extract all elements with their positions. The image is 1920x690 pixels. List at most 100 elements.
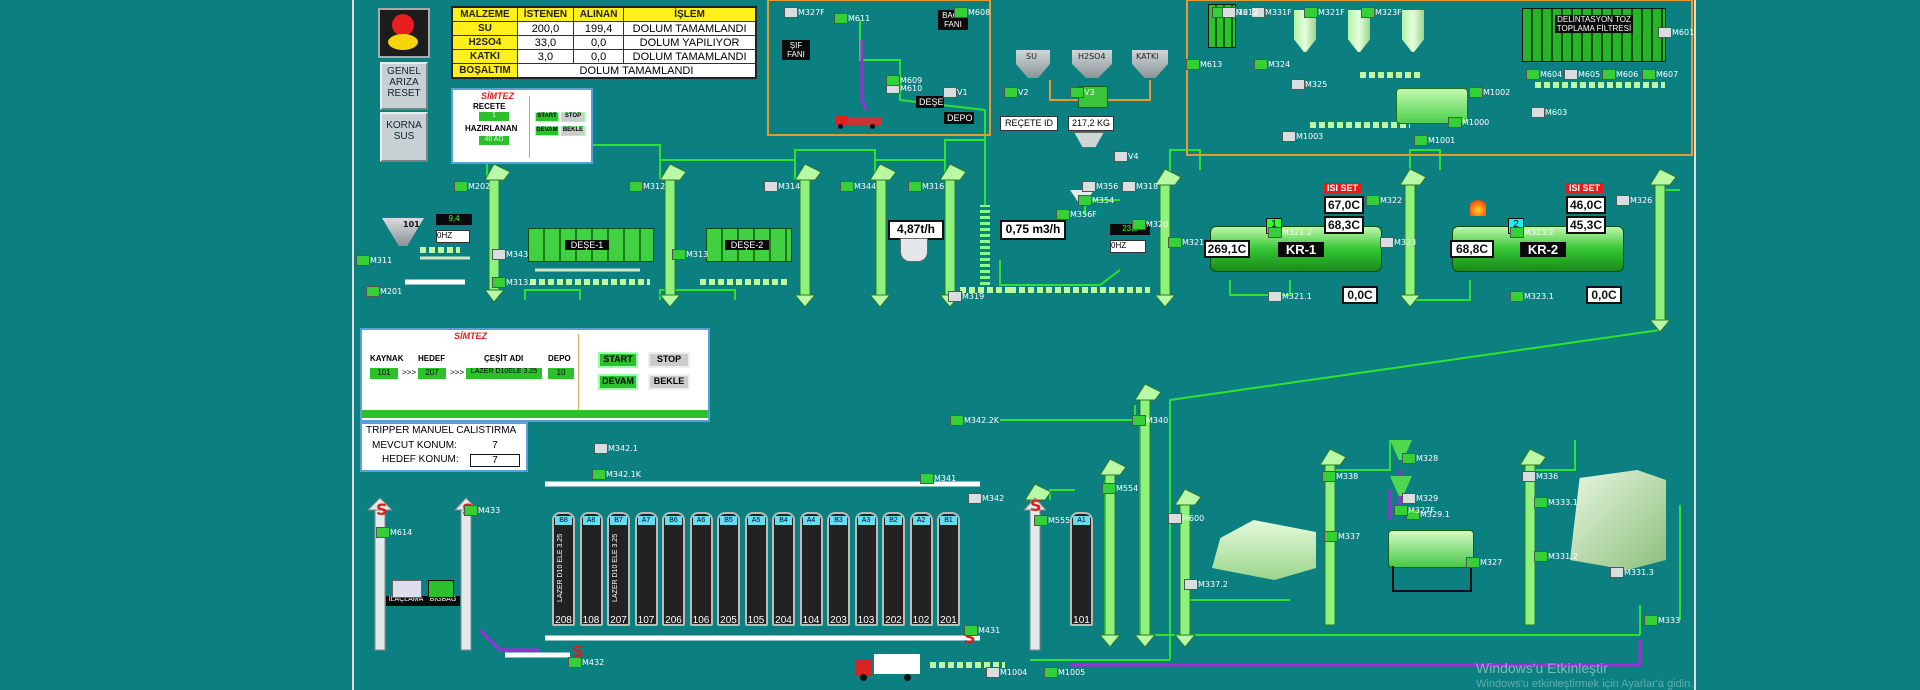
motor-m321-2-icon[interactable] <box>1268 227 1282 238</box>
motor-m1002-icon[interactable] <box>1469 87 1483 98</box>
motor-m324-icon[interactable] <box>1254 59 1268 70</box>
motor-m322-icon[interactable] <box>1366 195 1380 206</box>
motor-m342-icon[interactable] <box>968 493 982 504</box>
transfer-stop-button[interactable]: STOP <box>648 352 690 368</box>
motor-m313-1-icon[interactable] <box>492 277 506 288</box>
motor-m320-icon[interactable] <box>1132 219 1146 230</box>
motor-m611-icon[interactable] <box>834 13 848 24</box>
motor-v3-icon[interactable] <box>1070 87 1084 98</box>
motor-m1000-icon[interactable] <box>1448 117 1462 128</box>
motor-m612-icon[interactable] <box>1222 7 1236 18</box>
korna-sus-button[interactable]: KORNA SUS <box>380 112 428 162</box>
motor-m333-icon[interactable] <box>1644 615 1658 626</box>
motor-m607-icon[interactable] <box>1642 69 1656 80</box>
motor-m341-icon[interactable] <box>920 473 934 484</box>
motor-m331f-icon[interactable] <box>1251 7 1265 18</box>
flow-readout: 0,75 m3/h <box>1000 220 1066 240</box>
motor-label: M611 <box>848 14 871 23</box>
motor-m201-icon[interactable] <box>366 286 380 297</box>
motor-v4-icon[interactable] <box>1114 151 1128 162</box>
recipe-bekle-button[interactable]: BEKLE <box>561 126 585 136</box>
motor-m604-icon[interactable] <box>1526 69 1540 80</box>
motor-m1003-icon[interactable] <box>1282 131 1296 142</box>
motor-m321-1-icon[interactable] <box>1268 291 1282 302</box>
transfer-start-button[interactable]: START <box>598 352 638 368</box>
motor-m321-icon[interactable] <box>1168 237 1182 248</box>
motor-m338-icon[interactable] <box>1322 471 1336 482</box>
motor-m340-icon[interactable] <box>1132 415 1146 426</box>
motor-m1004-icon[interactable] <box>986 667 1000 678</box>
motor-m329-icon[interactable] <box>1402 493 1416 504</box>
motor-v2-icon[interactable] <box>1004 87 1018 98</box>
motor-m356-icon[interactable] <box>1082 181 1096 192</box>
motor-m342-1-icon[interactable] <box>594 443 608 454</box>
motor-m432-icon[interactable] <box>568 657 582 668</box>
motor-m323f-icon[interactable] <box>1361 7 1375 18</box>
kiln-kr1-set1[interactable]: 67,0C <box>1324 196 1364 214</box>
recete-id-button[interactable]: REÇETE ID <box>1000 116 1058 131</box>
hedef-value[interactable]: 207 <box>418 368 446 379</box>
motor-m326-icon[interactable] <box>1616 195 1630 206</box>
transfer-bekle-button[interactable]: BEKLE <box>648 374 690 390</box>
motor-m328-icon[interactable] <box>1402 453 1416 464</box>
motor-m342-1k-icon[interactable] <box>592 469 606 480</box>
recipe-start-button[interactable]: START <box>535 112 559 122</box>
recete-value[interactable]: 1 <box>479 112 509 121</box>
motor-m344-icon[interactable] <box>840 181 854 192</box>
motor-m554-icon[interactable] <box>1102 483 1116 494</box>
emergency-stop-button[interactable] <box>378 8 430 58</box>
cesit-value[interactable]: LAZER D10ELE 3.25 <box>466 368 542 379</box>
motor-m337-2-icon[interactable] <box>1184 579 1198 590</box>
motor-m202-icon[interactable] <box>454 181 468 192</box>
motor-m325-icon[interactable] <box>1291 79 1305 90</box>
kiln-kr2-set1[interactable]: 46,0C <box>1566 196 1606 214</box>
depo-value[interactable]: 10 <box>548 368 574 379</box>
motor-m603-icon[interactable] <box>1531 107 1545 118</box>
motor-m1001-icon[interactable] <box>1414 135 1428 146</box>
motor-m336-icon[interactable] <box>1522 471 1536 482</box>
motor-m337-icon[interactable] <box>1324 531 1338 542</box>
motor-m323-1-icon[interactable] <box>1510 291 1524 302</box>
motor-m342-2k-icon[interactable] <box>950 415 964 426</box>
genel-ariza-reset-button[interactable]: GENEL ARIZA RESET <box>380 62 428 110</box>
recipe-stop-button[interactable]: STOP <box>561 112 585 122</box>
motor-m555-icon[interactable] <box>1034 515 1048 526</box>
motor-m318-icon[interactable] <box>1122 181 1136 192</box>
motor-v1-icon[interactable] <box>943 87 957 98</box>
hz-readout-left[interactable]: 0HZ <box>436 230 470 243</box>
motor-m613-icon[interactable] <box>1186 59 1200 70</box>
motor-m312-icon[interactable] <box>629 181 643 192</box>
motor-m333-1-icon[interactable] <box>1534 497 1548 508</box>
motor-m327f-icon[interactable] <box>784 7 798 18</box>
kaynak-value[interactable]: 101 <box>370 368 398 379</box>
motor-m323-2-icon[interactable] <box>1510 227 1524 238</box>
motor-m343-icon[interactable] <box>492 249 506 260</box>
motor-m311-icon[interactable] <box>356 255 370 266</box>
motor-m606-icon[interactable] <box>1602 69 1616 80</box>
transfer-devam-button[interactable]: DEVAM <box>598 374 638 390</box>
motor-m316-icon[interactable] <box>908 181 922 192</box>
hz-readout-mid[interactable]: 0HZ <box>1110 240 1146 253</box>
motor-m433-icon[interactable] <box>464 505 478 516</box>
motor-m605-icon[interactable] <box>1564 69 1578 80</box>
motor-m313-icon[interactable] <box>672 249 686 260</box>
motor-m356f-icon[interactable] <box>1056 209 1070 220</box>
motor-m327-icon[interactable] <box>1466 557 1480 568</box>
motor-m314-icon[interactable] <box>764 181 778 192</box>
motor-m323-icon[interactable] <box>1380 237 1394 248</box>
motor-m600-icon[interactable] <box>1168 513 1182 524</box>
motor-m319-icon[interactable] <box>948 291 962 302</box>
motor-m331-3-icon[interactable] <box>1610 567 1624 578</box>
motor-m354-icon[interactable] <box>1078 195 1092 206</box>
motor-m601-icon[interactable] <box>1658 27 1672 38</box>
motor-m1005-icon[interactable] <box>1044 667 1058 678</box>
motor-m609-icon[interactable] <box>886 75 900 86</box>
motor-m321f-icon[interactable] <box>1304 7 1318 18</box>
motor-m608-icon[interactable] <box>954 7 968 18</box>
motor-m327f-icon[interactable] <box>1394 505 1408 516</box>
recipe-devam-button[interactable]: DEVAM <box>535 126 559 136</box>
hedef-konum-input[interactable]: 7 <box>470 454 520 467</box>
motor-m614-icon[interactable] <box>376 527 390 538</box>
motor-m431-icon[interactable] <box>964 625 978 636</box>
motor-m331-2-icon[interactable] <box>1534 551 1548 562</box>
